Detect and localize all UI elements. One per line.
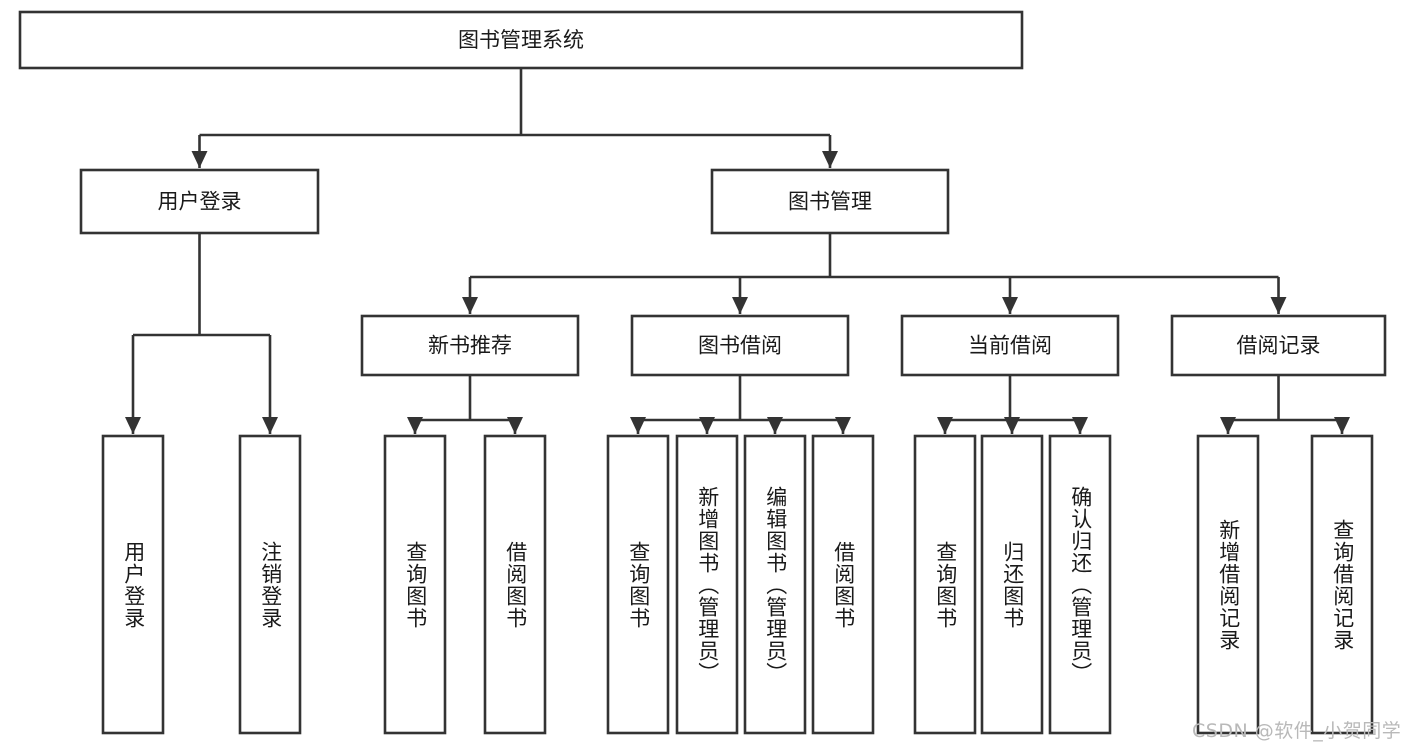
arrow-head	[1220, 417, 1236, 434]
node-leaf-confirm-return[interactable]	[1048, 434, 1112, 735]
node-user-login[interactable]	[79, 168, 320, 235]
node-label-borrow-record: 借阅记录	[1237, 334, 1321, 358]
node-leaf-query-book-3[interactable]	[913, 434, 977, 735]
arrow-head	[1072, 417, 1088, 434]
node-book-borrow[interactable]	[630, 314, 850, 377]
connector-edges	[125, 68, 1350, 434]
node-label-book-borrow: 图书借阅	[698, 334, 782, 358]
node-borrow-record[interactable]	[1170, 314, 1387, 377]
watermark-text: CSDN @软件_小贺同学	[1192, 720, 1402, 742]
node-label-book-manage: 图书管理	[788, 190, 872, 214]
node-leaf-query-book-2[interactable]	[606, 434, 670, 735]
node-leaf-return-book[interactable]	[980, 434, 1044, 735]
node-label-new-book-recommend: 新书推荐	[428, 334, 512, 358]
node-leaf-query-borrow-record[interactable]	[1310, 434, 1374, 735]
arrow-head	[630, 417, 646, 434]
node-leaf-borrow-book-1[interactable]	[483, 434, 547, 735]
arrow-head	[822, 151, 838, 168]
node-boxes	[18, 10, 1387, 735]
arrow-head	[1004, 417, 1020, 434]
arrow-head	[835, 417, 851, 434]
arrow-head	[767, 417, 783, 434]
node-leaf-query-book-1[interactable]	[383, 434, 447, 735]
arrow-head	[1334, 417, 1350, 434]
arrow-head	[191, 151, 208, 168]
node-label-user-login: 用户登录	[158, 190, 242, 214]
node-leaf-logout-login[interactable]	[238, 434, 302, 735]
arrow-head	[1270, 297, 1287, 314]
node-leaf-user-login[interactable]	[101, 434, 165, 735]
node-leaf-add-book[interactable]	[675, 434, 739, 735]
node-leaf-add-borrow-record[interactable]	[1196, 434, 1260, 735]
node-book-manage[interactable]	[710, 168, 950, 235]
arrow-head	[407, 417, 423, 434]
node-label-current-borrow: 当前借阅	[968, 334, 1052, 358]
arrow-head	[462, 297, 478, 314]
arrow-head	[507, 417, 523, 434]
node-new-book-recommend[interactable]	[360, 314, 580, 377]
arrow-head	[732, 297, 748, 314]
node-label-root: 图书管理系统	[458, 28, 584, 52]
node-leaf-edit-book[interactable]	[743, 434, 807, 735]
arrow-head	[262, 417, 278, 434]
node-leaf-borrow-book-2[interactable]	[811, 434, 875, 735]
arrow-head	[1002, 297, 1018, 314]
arrow-head	[937, 417, 953, 434]
arrow-head	[699, 417, 715, 434]
arrow-head	[125, 417, 141, 434]
node-root-图书管理系统[interactable]	[18, 10, 1024, 70]
node-current-borrow[interactable]	[900, 314, 1120, 377]
